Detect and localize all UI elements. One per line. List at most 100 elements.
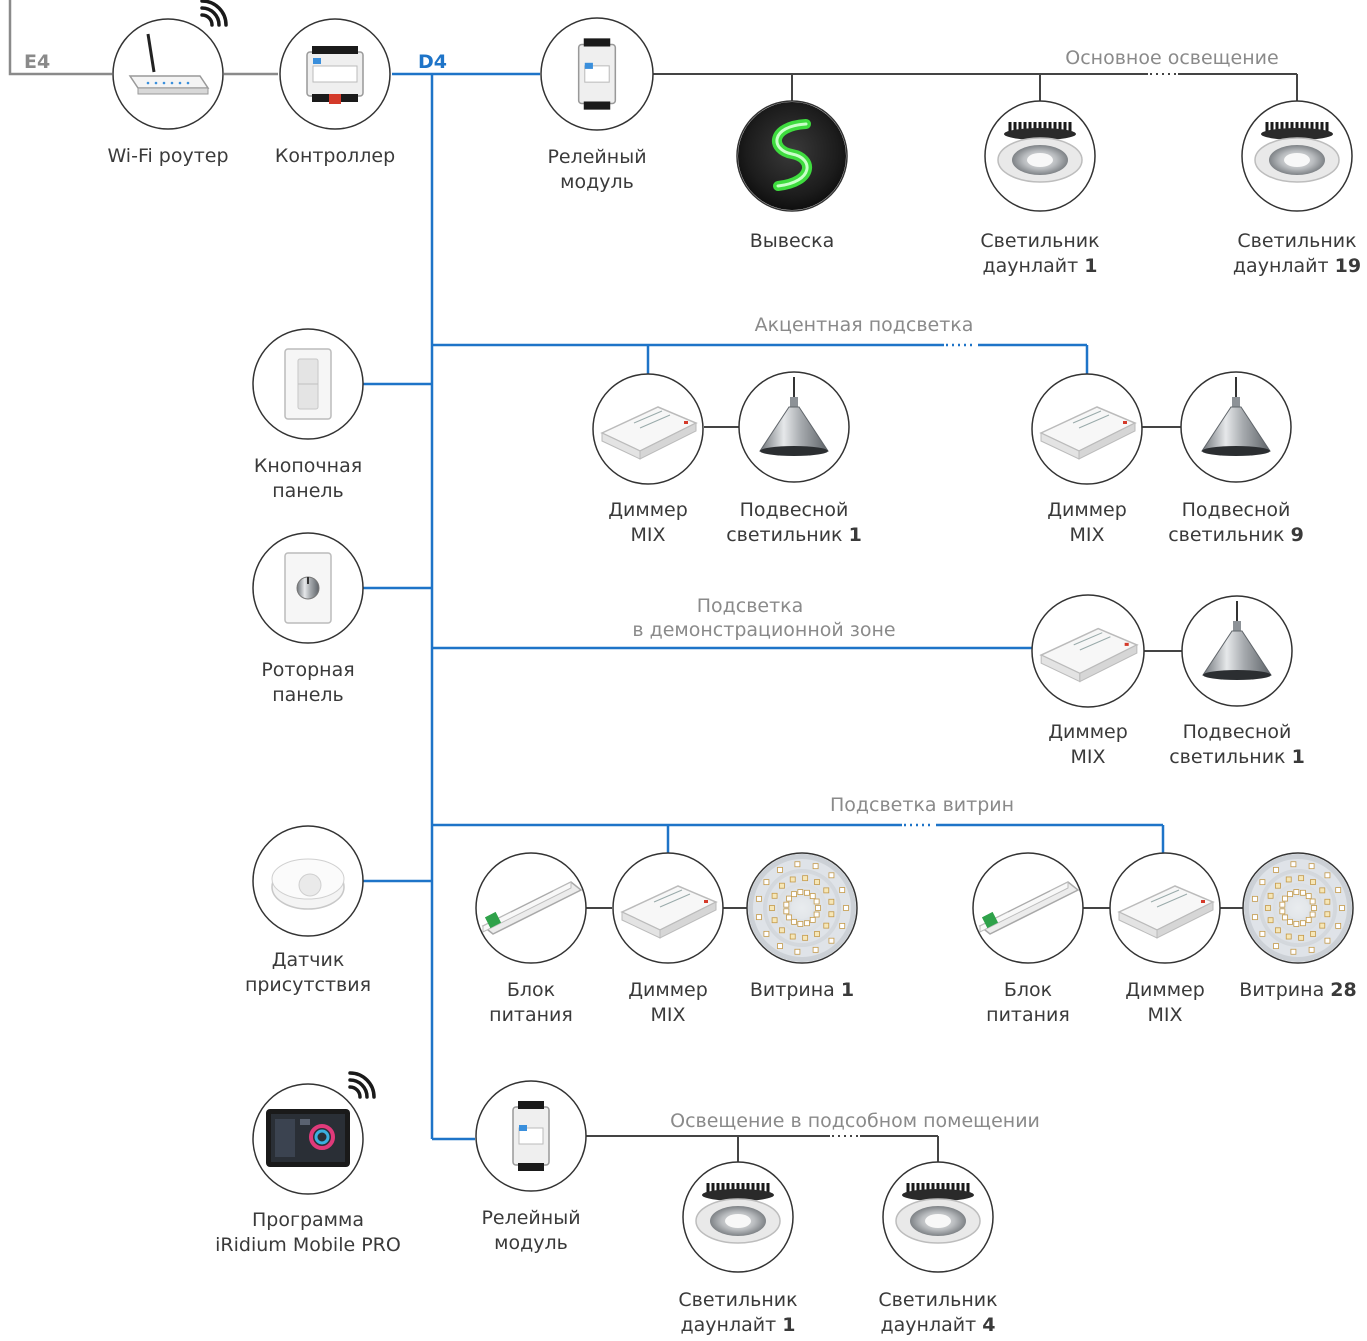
device-label: панель (272, 684, 344, 706)
group-label-demo-line1: Подсветка (697, 595, 804, 617)
dimmer-icon (600, 406, 698, 460)
controller-icon (306, 46, 364, 104)
device-label-number: 1 (1084, 255, 1097, 277)
continuation-gaps (830, 69, 1178, 1141)
power-supply-icon (978, 881, 1080, 935)
device-label-text: Кнопочная (254, 455, 362, 477)
device-btnpanel: Кнопочная панель (252, 328, 364, 502)
power-supply-icon (481, 881, 583, 935)
device-label-text: Светильник (878, 1289, 997, 1311)
device-label: Вывеска (750, 230, 835, 252)
device-label-text: модуль (560, 171, 634, 193)
device-label: питания (986, 1004, 1070, 1026)
device-label: модуль (560, 171, 634, 193)
pendant-lamp-icon (1201, 377, 1271, 456)
device-label-text: светильник (1169, 746, 1291, 768)
device-label-text: Диммер (1047, 499, 1127, 521)
device-label-text: панель (272, 480, 344, 502)
device-label: светильник 1 (726, 524, 862, 546)
device-label: MIX (1070, 746, 1105, 768)
device-label: Релейный (481, 1207, 580, 1229)
device-label-text: модуль (494, 1232, 568, 1254)
device-label-text: питания (489, 1004, 573, 1026)
device-label-text: Светильник (678, 1289, 797, 1311)
device-label-text: Диммер (628, 979, 708, 1001)
pendant-lamp-icon (759, 377, 829, 456)
dimmer-icon (1039, 406, 1137, 460)
device-label-text: Светильник (980, 230, 1099, 252)
device-label-text: светильник (1168, 524, 1290, 546)
device-label-text: Блок (507, 979, 555, 1001)
downlight-icon (695, 1183, 781, 1244)
device-label-text: Блок (1004, 979, 1052, 1001)
e4-network-wires (8, 0, 278, 76)
device-label: даунлайт 19 (1233, 255, 1361, 277)
device-label-number: 19 (1335, 255, 1361, 277)
d4-bus-lines (362, 72, 1165, 1141)
group-label-main: Основное освещение (1065, 47, 1278, 69)
device-label-text: Wi-Fi роутер (107, 145, 228, 167)
device-sign: Вывеска (736, 100, 848, 252)
device-dl19: Светильник даунлайт 19 (1233, 100, 1361, 277)
device-label: светильник 1 (1169, 746, 1305, 768)
device-label-text: MIX (1147, 1004, 1182, 1026)
pendant-lamp-icon (1202, 601, 1272, 680)
device-label: MIX (650, 1004, 685, 1026)
device-dlU4: Светильник даунлайт 4 (878, 1161, 998, 1336)
device-label-number: 28 (1330, 979, 1356, 1001)
group-label-utility: Освещение в подсобном помещении (670, 1110, 1040, 1132)
device-label-text: присутствия (245, 974, 371, 996)
device-label: Светильник (1237, 230, 1356, 252)
device-label-text: Диммер (608, 499, 688, 521)
device-label: Светильник (980, 230, 1099, 252)
device-label: Релейный (547, 146, 646, 168)
device-label: Кнопочная (254, 455, 362, 477)
group-label-demo-line2: в демонстрационной зоне (632, 619, 895, 641)
device-label: Диммер (608, 499, 688, 521)
device-strip28: Витрина 28 (1239, 852, 1357, 1001)
device-label: Диммер (1048, 721, 1128, 743)
device-label-text: iRidium Mobile PRO (215, 1234, 401, 1256)
downlight-icon (895, 1183, 981, 1244)
device-label-text: Подвесной (1182, 499, 1291, 521)
device-label-text: MIX (650, 1004, 685, 1026)
device-controller: Контроллер (275, 18, 395, 167)
device-label: Подвесной (1183, 721, 1292, 743)
device-pendD: Подвесной светильник 1 (1169, 595, 1305, 768)
device-label-text: MIX (630, 524, 665, 546)
rotary-panel-icon (284, 552, 332, 624)
device-label-text: Витрина (1239, 979, 1330, 1001)
device-label-text: Диммер (1048, 721, 1128, 743)
device-router: Wi-Fi роутер (107, 18, 229, 167)
device-label: MIX (1147, 1004, 1182, 1026)
device-label-text: MIX (1069, 524, 1104, 546)
device-label-text: Светильник (1237, 230, 1356, 252)
device-label-text: Диммер (1125, 979, 1205, 1001)
device-label: присутствия (245, 974, 371, 996)
device-label-text: даунлайт (983, 255, 1085, 277)
load-wires (585, 73, 1298, 1162)
device-label: Диммер (1125, 979, 1205, 1001)
downlight-icon (997, 122, 1083, 183)
device-label-text: даунлайт (881, 1314, 983, 1336)
device-label-text: MIX (1070, 746, 1105, 768)
device-label: Светильник (878, 1289, 997, 1311)
device-label: Блок (507, 979, 555, 1001)
relay-module-icon (577, 38, 617, 110)
device-relay2: Релейный модуль (475, 1080, 587, 1254)
device-label: даунлайт 4 (881, 1314, 996, 1336)
device-label-number: 4 (982, 1314, 995, 1336)
tablet-app-icon (266, 1109, 350, 1167)
button-panel-icon (284, 348, 332, 420)
device-label-text: даунлайт (1233, 255, 1335, 277)
device-label-text: даунлайт (681, 1314, 783, 1336)
device-label: панель (272, 480, 344, 502)
wifi-signal-icon (200, 0, 228, 27)
downlight-icon (1254, 122, 1340, 183)
